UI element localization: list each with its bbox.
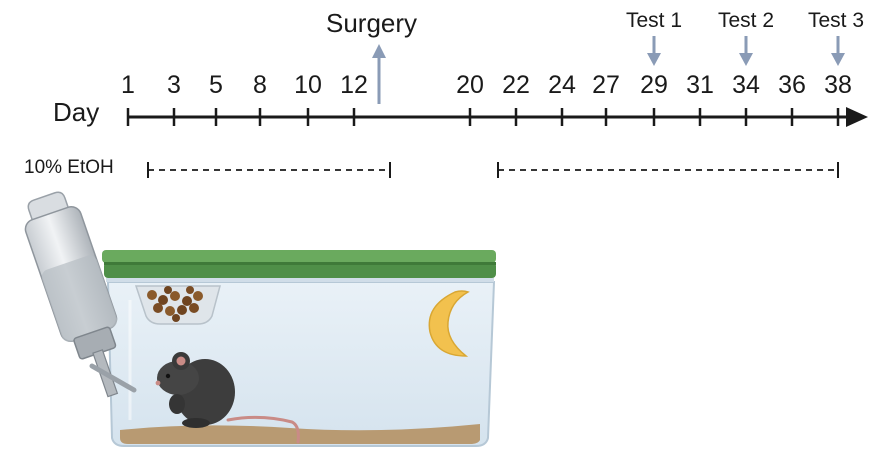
tick-label-day-8: 8 (253, 71, 267, 99)
event-label-test-1: Test 1 (625, 9, 683, 32)
bedding (120, 424, 480, 444)
timeline-arrowhead (846, 107, 868, 127)
tick-label-day-12: 12 (340, 71, 368, 99)
food-pellets-icon (134, 285, 221, 325)
tick-label-day-34: 34 (732, 71, 760, 99)
treatment-periods (147, 162, 839, 178)
tick-label-day-22: 22 (502, 71, 530, 99)
event-label-surgery: Surgery (326, 8, 418, 38)
mouse-icon (155, 352, 300, 444)
tick-label-day-1: 1 (121, 71, 135, 99)
event-label-test-3: Test 3 (807, 9, 865, 32)
tick-label-day-20: 20 (456, 71, 484, 99)
event-arrows (372, 36, 845, 104)
tick-label-day-27: 27 (592, 71, 620, 99)
treatment-label: 10% EtOH (24, 157, 114, 178)
cage-lid (102, 250, 496, 278)
tick-label-day-36: 36 (778, 71, 806, 99)
tick-label-day-5: 5 (209, 71, 223, 99)
cage-icon (102, 250, 496, 447)
test-arrowhead (739, 53, 753, 66)
timeline-ticks (126, 108, 840, 126)
tick-label-day-3: 3 (167, 71, 181, 99)
tick-label-day-38: 38 (824, 71, 852, 99)
test-arrowhead (831, 53, 845, 66)
bottle-spout (89, 363, 137, 393)
event-label-test-2: Test 2 (717, 9, 775, 32)
test-arrowhead (647, 53, 661, 66)
surgery-arrowhead (372, 44, 386, 58)
tick-label-day-31: 31 (686, 71, 714, 99)
tick-label-day-29: 29 (640, 71, 668, 99)
tick-label-day-10: 10 (294, 71, 322, 99)
axis-label: Day (53, 97, 100, 127)
tick-label-day-24: 24 (548, 71, 576, 99)
moon-icon (428, 290, 470, 357)
